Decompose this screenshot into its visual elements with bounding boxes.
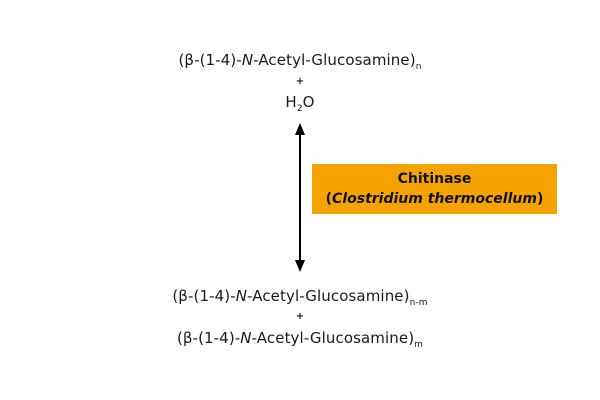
water-o: O (302, 93, 315, 111)
product-2-name: -Acetyl-Glucosamine) (251, 329, 415, 347)
water-molecule: H2O (0, 93, 600, 114)
organism-close-paren: ) (536, 191, 544, 207)
enzyme-name: Chitinase (397, 171, 472, 187)
product-1-prefix: (β-(1-4)- (172, 287, 236, 305)
water-h: H (285, 93, 297, 111)
plus-sign-top: + (295, 76, 305, 87)
product-2-italic-n: N (240, 329, 252, 347)
reactant-prefix: (β-(1-4)- (178, 51, 242, 69)
reactant-italic-n: N (241, 51, 254, 69)
product-1-subscript: n-m (409, 298, 428, 308)
reactant-substrate: (β-(1-4)-N-Acetyl-Glucosamine)n (0, 51, 600, 72)
product-2-subscript: m (414, 340, 424, 350)
enzyme-label-box: Chitinase (Clostridium thermocellum) (312, 164, 557, 214)
plus-sign-bottom: + (295, 311, 305, 322)
water-subscript: 2 (296, 104, 303, 114)
arrow-head-up (295, 123, 305, 135)
product-two: (β-(1-4)-N-Acetyl-Glucosamine)m (0, 329, 600, 350)
product-1-italic-n: N (235, 287, 248, 305)
product-1-name: -Acetyl-Glucosamine) (247, 287, 410, 305)
reactant-name: -Acetyl-Glucosamine) (253, 51, 416, 69)
enzyme-organism: Clostridium thermocellum (332, 191, 537, 207)
arrow-head-down (295, 260, 305, 272)
enzyme-organism-line: (Clostridium thermocellum) (312, 189, 557, 209)
product-2-prefix: (β-(1-4)- (176, 329, 241, 347)
reactant-subscript: n (415, 62, 422, 72)
organism-open-paren: ( (325, 191, 333, 207)
product-one: (β-(1-4)-N-Acetyl-Glucosamine)n-m (0, 287, 600, 308)
